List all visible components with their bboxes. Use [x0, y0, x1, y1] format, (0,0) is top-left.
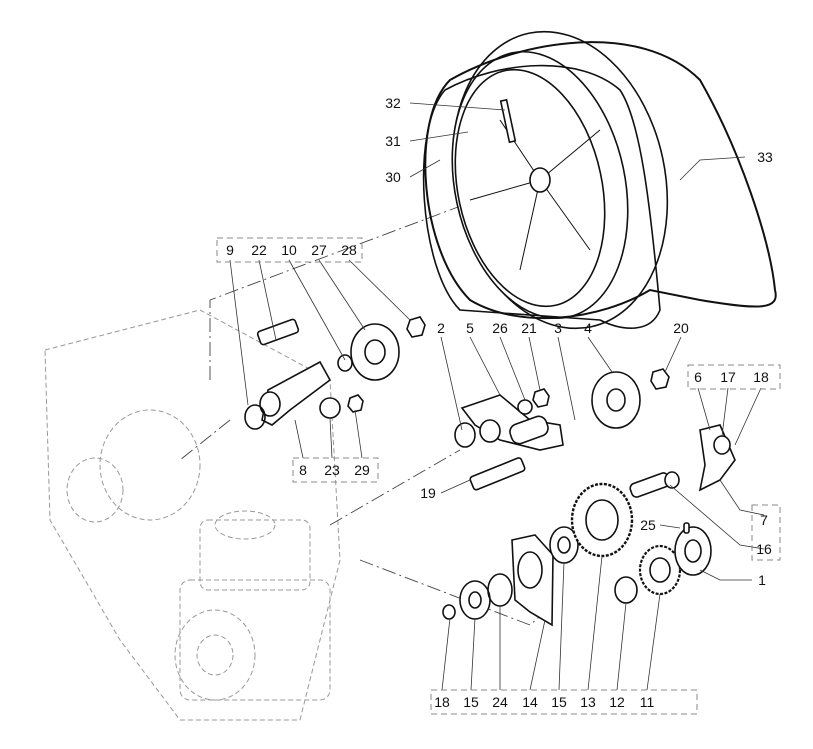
callout-21: 21: [521, 320, 537, 336]
callout-3: 3: [554, 320, 562, 336]
callout-4: 4: [584, 320, 592, 336]
idler-arm-assembly: [454, 368, 670, 491]
callout-18-top: 18: [753, 369, 769, 385]
callout-29: 29: [354, 462, 370, 478]
callout-17: 17: [720, 369, 736, 385]
callout-10: 10: [281, 242, 297, 258]
callout-19: 19: [420, 485, 436, 501]
callout-14: 14: [522, 694, 538, 710]
callout-15-left: 15: [463, 694, 479, 710]
callout-12: 12: [609, 694, 625, 710]
callout-24: 24: [492, 694, 508, 710]
callout-13: 13: [580, 694, 596, 710]
gear-train: [442, 482, 712, 627]
callout-18-bottom: 18: [434, 694, 450, 710]
callout-27: 27: [311, 242, 327, 258]
callout-5: 5: [466, 320, 474, 336]
callout-30: 30: [385, 169, 401, 185]
callout-25: 25: [640, 517, 656, 533]
callout-20: 20: [673, 320, 689, 336]
leader-lines: [229, 102, 765, 691]
callout-7: 7: [760, 512, 768, 528]
callout-31: 31: [385, 133, 401, 149]
callout-9: 9: [226, 242, 234, 258]
callout-26: 26: [492, 320, 508, 336]
callout-labels: 32 31 30 33 9 22 10 27 28 2 5 26 21 3 4 …: [226, 95, 773, 710]
drive-belts: [422, 41, 777, 329]
callout-16: 16: [756, 541, 772, 557]
callout-22: 22: [251, 242, 267, 258]
callout-group-boxes: [216, 237, 781, 715]
callout-15-right: 15: [551, 694, 567, 710]
callout-32: 32: [385, 95, 401, 111]
callout-1: 1: [758, 572, 766, 588]
callout-33: 33: [757, 149, 773, 165]
shaft-bracket-assembly: [629, 424, 736, 498]
callout-8: 8: [299, 462, 307, 478]
main-pulley: [451, 30, 669, 330]
callout-28: 28: [341, 242, 357, 258]
tensioner-arm-assembly: [244, 316, 426, 430]
callout-6: 6: [694, 369, 702, 385]
callout-11: 11: [640, 694, 655, 710]
engine-housing-outline: [44, 309, 341, 721]
callout-2: 2: [437, 320, 445, 336]
callout-23: 23: [324, 462, 340, 478]
